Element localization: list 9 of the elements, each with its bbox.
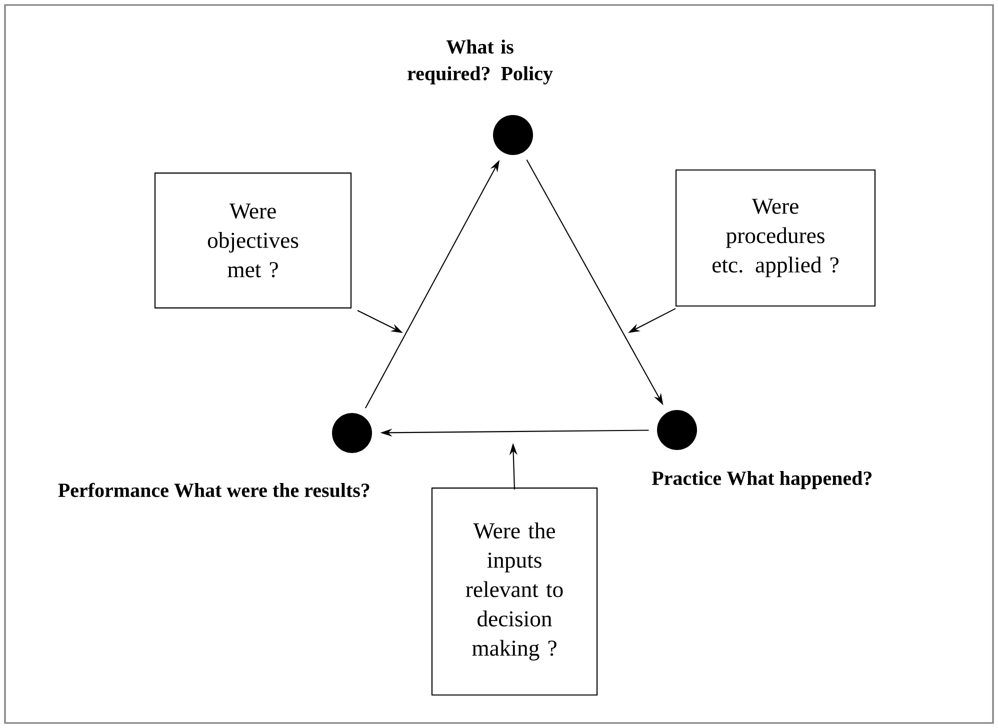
- dot: [332, 413, 372, 453]
- node-caption: Performance What were the results?: [58, 482, 370, 498]
- dot: [493, 115, 533, 155]
- node-caption: Practice What happened?: [652, 470, 872, 490]
- dot: [657, 410, 698, 450]
- question-box: Were objectives met ?: [154, 172, 352, 308]
- question-box: Were procedures etc. applied ?: [676, 169, 876, 307]
- question-box: Were the inputs relevant to decision making ?: [431, 488, 598, 696]
- node-caption: What is required? Policy: [408, 40, 553, 84]
